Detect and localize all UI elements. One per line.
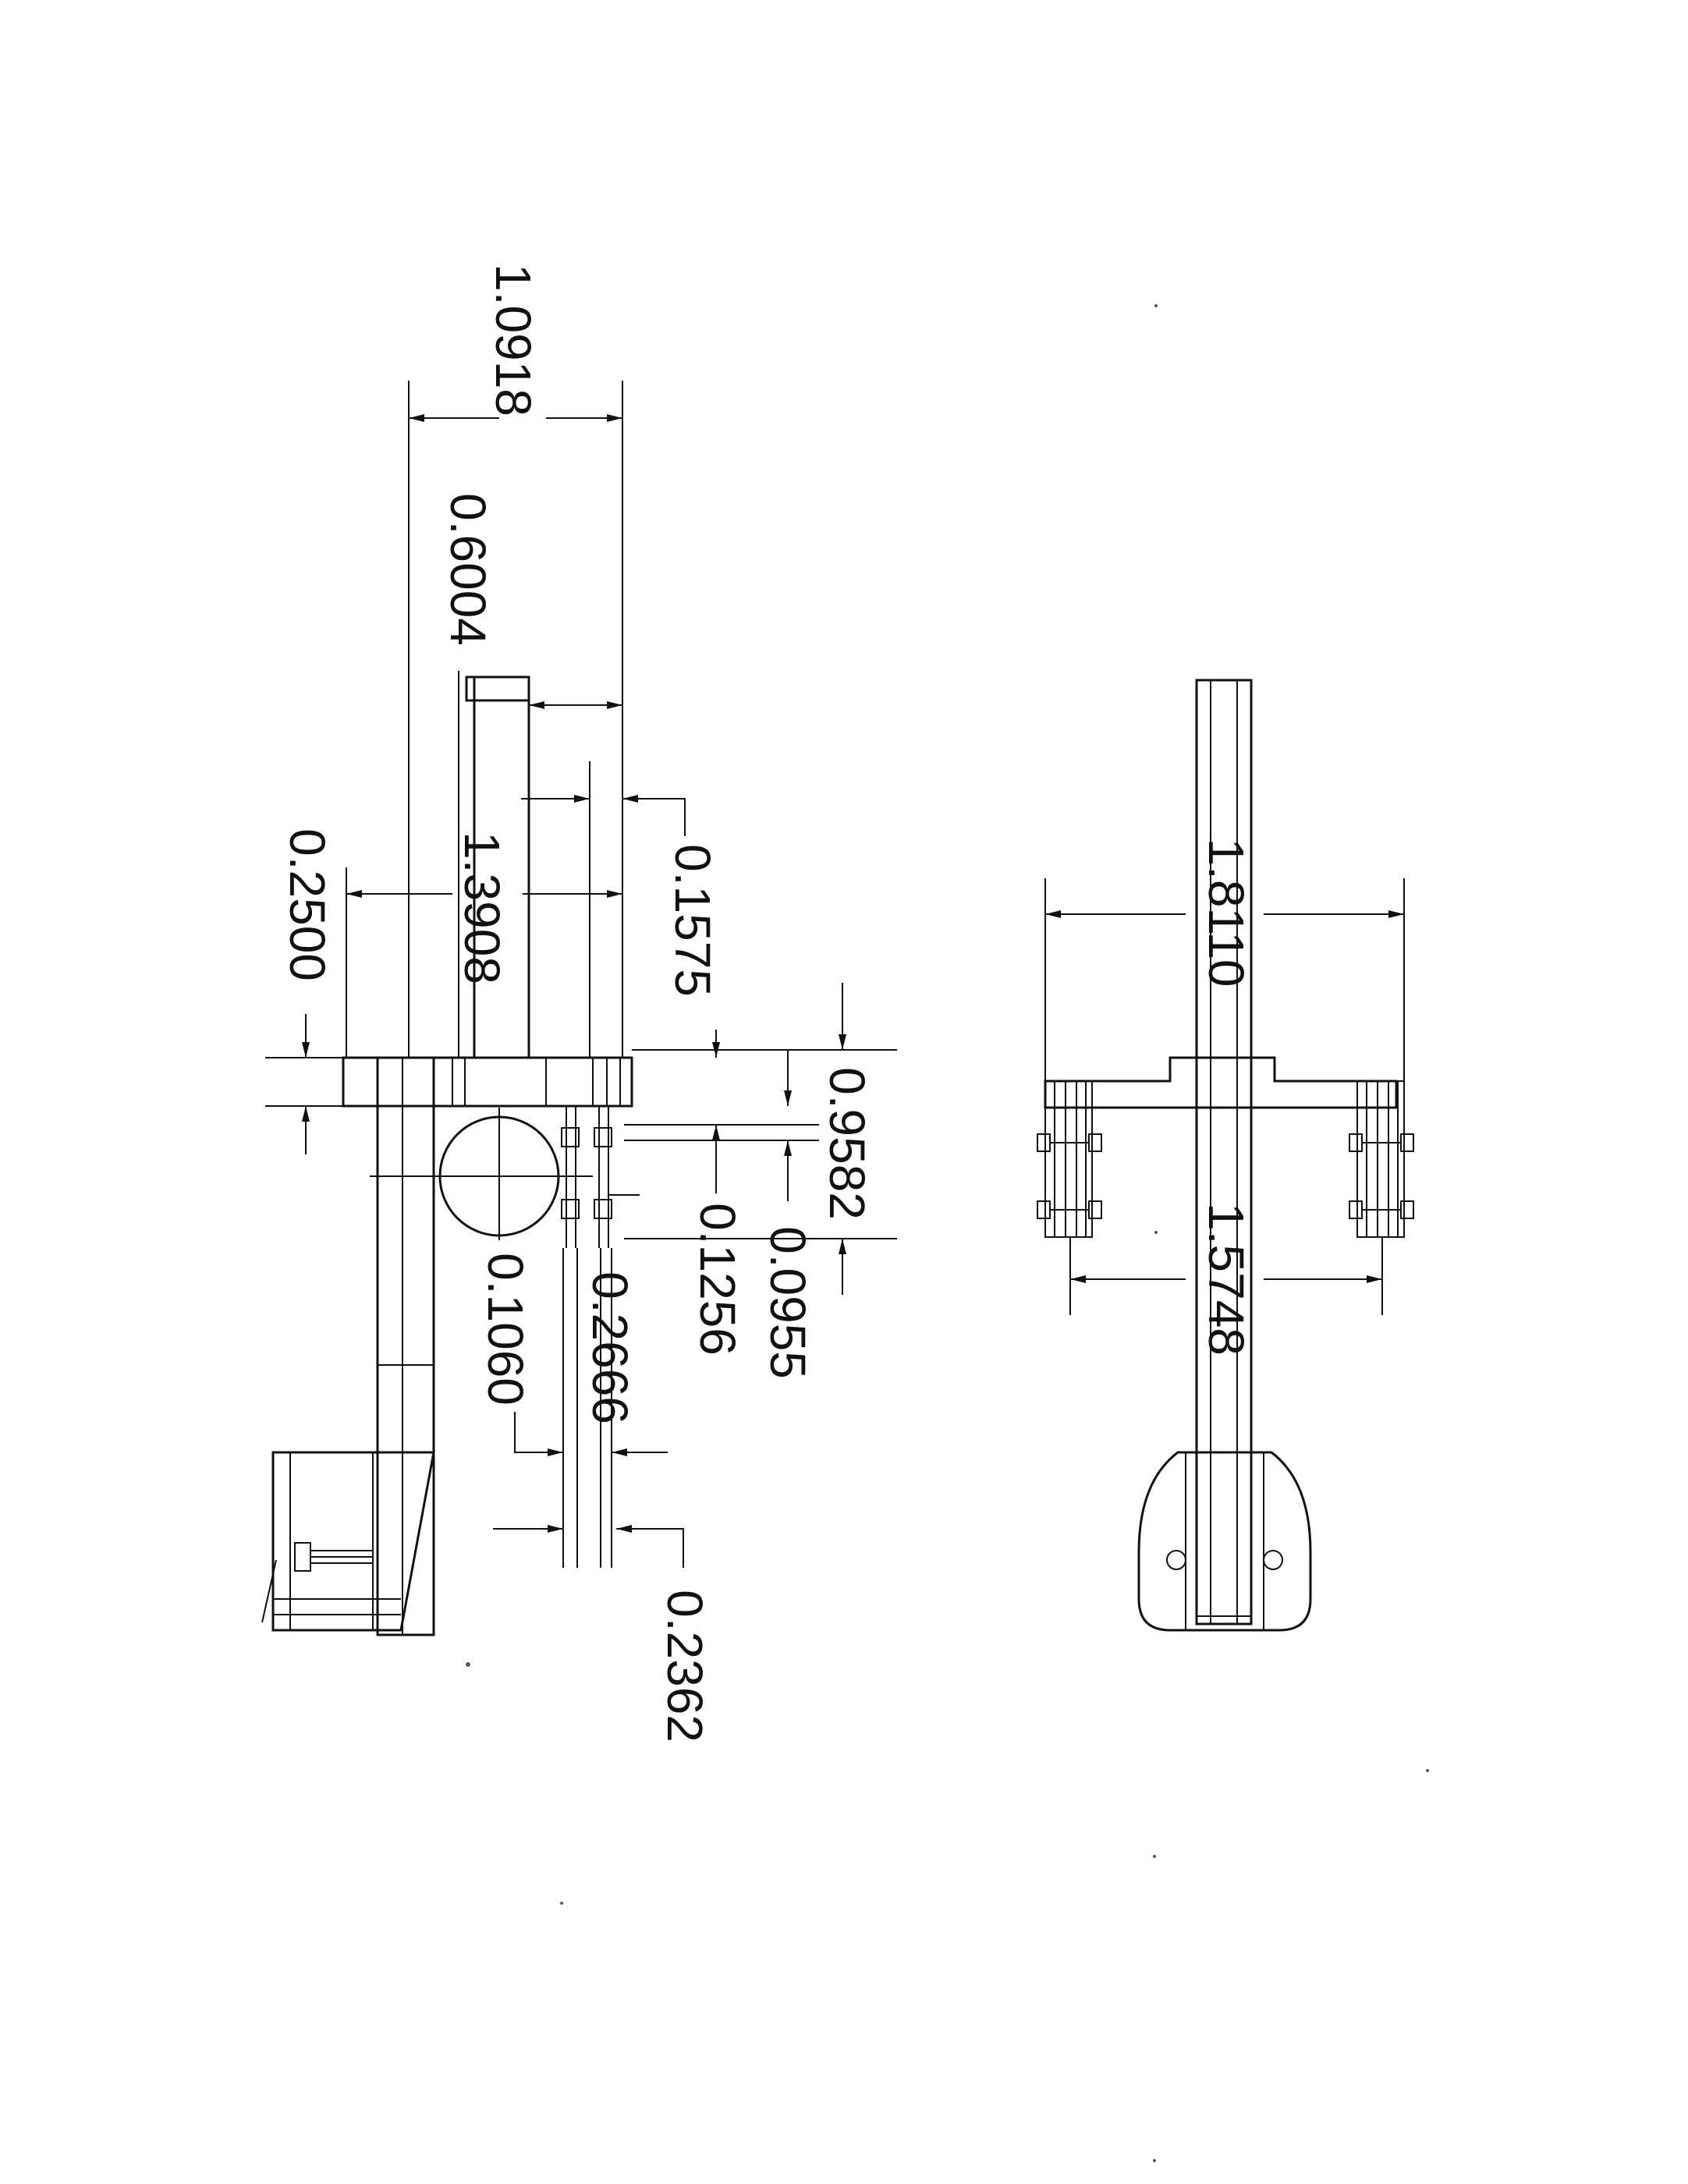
dim-0-6004: 0.6004 (440, 493, 496, 646)
dim-0-1060: 0.1060 (477, 1253, 534, 1406)
dim-1-5748: 1.5748 (1198, 1203, 1254, 1356)
dim-0-1256: 0.1256 (690, 1203, 746, 1356)
scan-specks (466, 304, 1429, 2162)
dim-0-2500: 0.2500 (279, 828, 335, 981)
dim-1-3908: 1.3908 (454, 831, 510, 984)
top-view: 1.8110 1.5748 (1037, 679, 1414, 1632)
dim-0-0955: 0.0955 (760, 1226, 816, 1379)
dim-0-2666: 0.2666 (582, 1271, 638, 1424)
dim-0-1575: 0.1575 (665, 844, 721, 997)
dim-0-9582: 0.9582 (819, 1067, 875, 1220)
dim-1-0918: 1.0918 (485, 264, 541, 417)
dim-1-8110: 1.8110 (1198, 838, 1254, 987)
side-view: 1.0918 0.6004 0.1575 0.2500 1.3908 0.958… (261, 264, 897, 1743)
dim-0-2362: 0.2362 (657, 1590, 713, 1743)
